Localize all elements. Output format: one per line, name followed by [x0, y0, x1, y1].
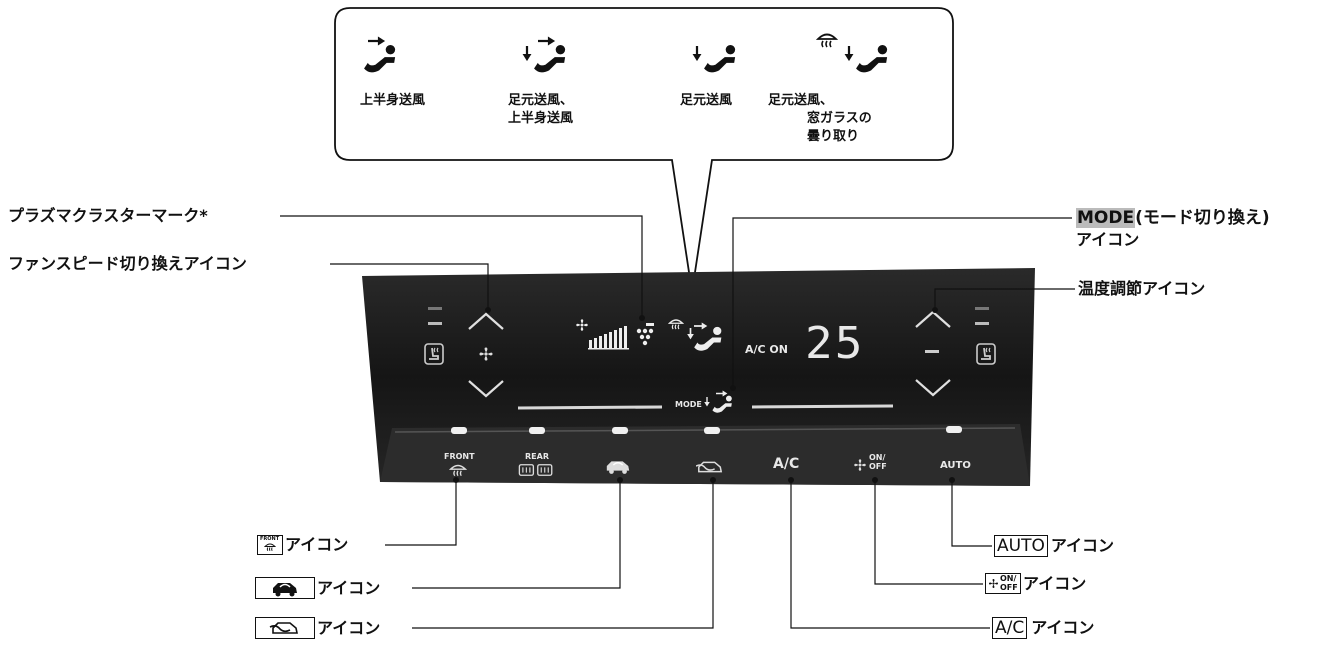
fan-onoff-callout-text: アイコン [1023, 574, 1087, 593]
mode-label-upper-body: 上半身送風 [360, 93, 426, 108]
mode-label-foot-defrost: 足元送風、 窓ガラスの 曇り取り [768, 93, 872, 144]
fan-onoff-callout: ON/ OFF アイコン [985, 573, 1087, 595]
fan-speed-callout: ファンスピード切り換えアイコン [8, 254, 247, 273]
mode-button-label: MODE [675, 400, 702, 409]
fan-speed-down-button[interactable] [466, 378, 506, 400]
ac-on-indicator: A/C ON [745, 343, 788, 356]
fan-speed-level-display [576, 319, 629, 350]
fan-onoff-button-on[interactable]: ON/ [869, 453, 886, 462]
recirculation-callout: アイコン [255, 577, 381, 600]
auto-callout-key: AUTO [994, 535, 1048, 557]
mode-label-foot: 足元送風 [680, 93, 733, 108]
front-defrost-callout: FRONT アイコン [257, 534, 349, 556]
temperature-callout: 温度調節アイコン [1078, 279, 1206, 298]
mode-callout-icon-word: アイコン [1076, 230, 1140, 249]
fan-speed-up-button[interactable] [466, 310, 506, 332]
fan-onoff-callout-icon: ON/ OFF [985, 573, 1021, 594]
mode-callout: MODE(モード切り換え) [1076, 208, 1270, 228]
fan-onoff-callout-on: ON/ [1000, 574, 1017, 583]
temperature-down-button[interactable] [913, 377, 953, 399]
plasma-cluster-callout: プラズマクラスターマーク* [8, 206, 208, 225]
fresh-air-callout: アイコン [255, 617, 381, 640]
mode-callout-key: MODE [1076, 208, 1136, 228]
front-defrost-callout-text: アイコン [285, 535, 349, 554]
ac-callout-text: アイコン [1031, 618, 1095, 637]
ac-button[interactable]: A/C [773, 456, 800, 472]
mode-callout-rest: (モード切り換え) [1135, 208, 1270, 228]
mode-label-foot-upper-body: 足元送風、 上半身送風 [508, 93, 574, 126]
auto-callout-text: アイコン [1050, 536, 1115, 555]
temperature-display: 25 [805, 317, 865, 369]
front-defrost-button-label: FRONT [444, 452, 475, 461]
fresh-air-callout-text: アイコン [317, 618, 381, 638]
front-defrost-callout-icon: FRONT [257, 534, 283, 555]
plasma-cluster-icon [636, 323, 654, 346]
rear-defrost-button-label: REAR [525, 452, 549, 461]
auto-button[interactable]: AUTO [940, 460, 971, 471]
fan-onoff-callout-off: OFF [1000, 583, 1018, 592]
fan-onoff-button-off[interactable]: OFF [869, 462, 887, 471]
fresh-air-callout-icon [255, 617, 315, 639]
ac-callout-key: A/C [992, 617, 1028, 639]
recirculation-callout-text: アイコン [317, 578, 381, 598]
front-defrost-callout-icon-text: FRONT [260, 535, 280, 542]
recirculation-callout-icon [255, 577, 315, 599]
